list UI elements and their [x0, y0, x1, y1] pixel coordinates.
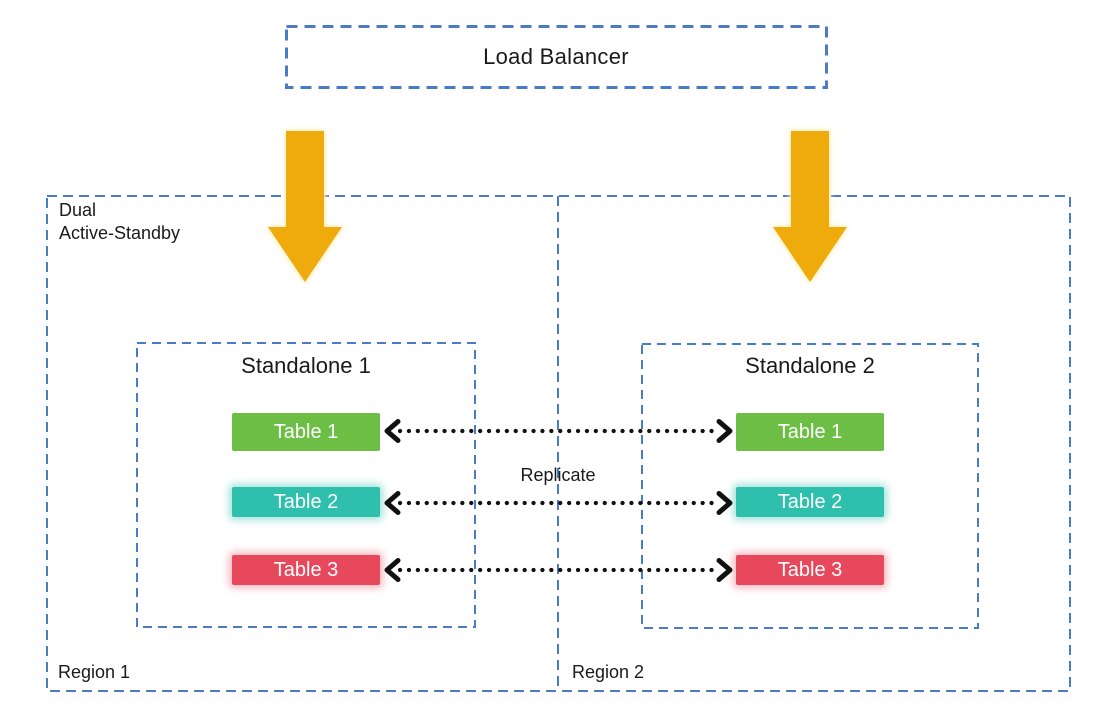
replicate-arrow-icon — [384, 491, 733, 515]
load-balancer-box — [285, 25, 828, 89]
table-chip: Table 2 — [736, 487, 884, 517]
table-chip: Table 3 — [736, 555, 884, 585]
replicate-arrow-strokes — [384, 419, 733, 443]
table-chip-label: Table 3 — [777, 558, 843, 581]
cluster-label-line2: Active-Standby — [59, 223, 181, 243]
region-1-label: Region 1 — [58, 662, 131, 682]
table-chip-label: Table 2 — [777, 490, 843, 513]
table-chip: Table 1 — [736, 413, 884, 451]
table-chip-label: Table 3 — [273, 558, 339, 581]
table-chip: Table 1 — [232, 413, 380, 451]
region-2-label: Region 2 — [572, 662, 645, 682]
standalone-1-box — [136, 342, 476, 628]
replicate-arrow-icon — [384, 558, 733, 582]
cluster-label-line1: Dual — [59, 200, 97, 220]
cluster-label: Dual Active-Standby — [59, 199, 180, 245]
replicate-label: Replicate — [520, 465, 596, 485]
load-balancer-label: Load Balancer — [483, 43, 629, 69]
dual-active-standby-container — [46, 195, 1071, 692]
standalone-1-title: Standalone 1 — [241, 353, 371, 378]
down-arrow-icon — [268, 131, 342, 282]
dashed-borders-group — [46, 25, 1071, 692]
replicate-arrow-icon — [384, 419, 733, 443]
down-arrow-icon — [773, 131, 847, 282]
table-chip: Table 2 — [232, 487, 380, 517]
standalone-2-title: Standalone 2 — [745, 353, 875, 378]
replicate-arrow-strokes — [384, 491, 733, 515]
table-chip-label: Table 1 — [777, 420, 843, 443]
table-chip-label: Table 1 — [273, 420, 339, 443]
table-chip-label: Table 2 — [273, 490, 339, 513]
table-chip: Table 3 — [232, 555, 380, 585]
standalone-2-box — [641, 343, 979, 629]
replicate-arrow-strokes — [384, 558, 733, 582]
